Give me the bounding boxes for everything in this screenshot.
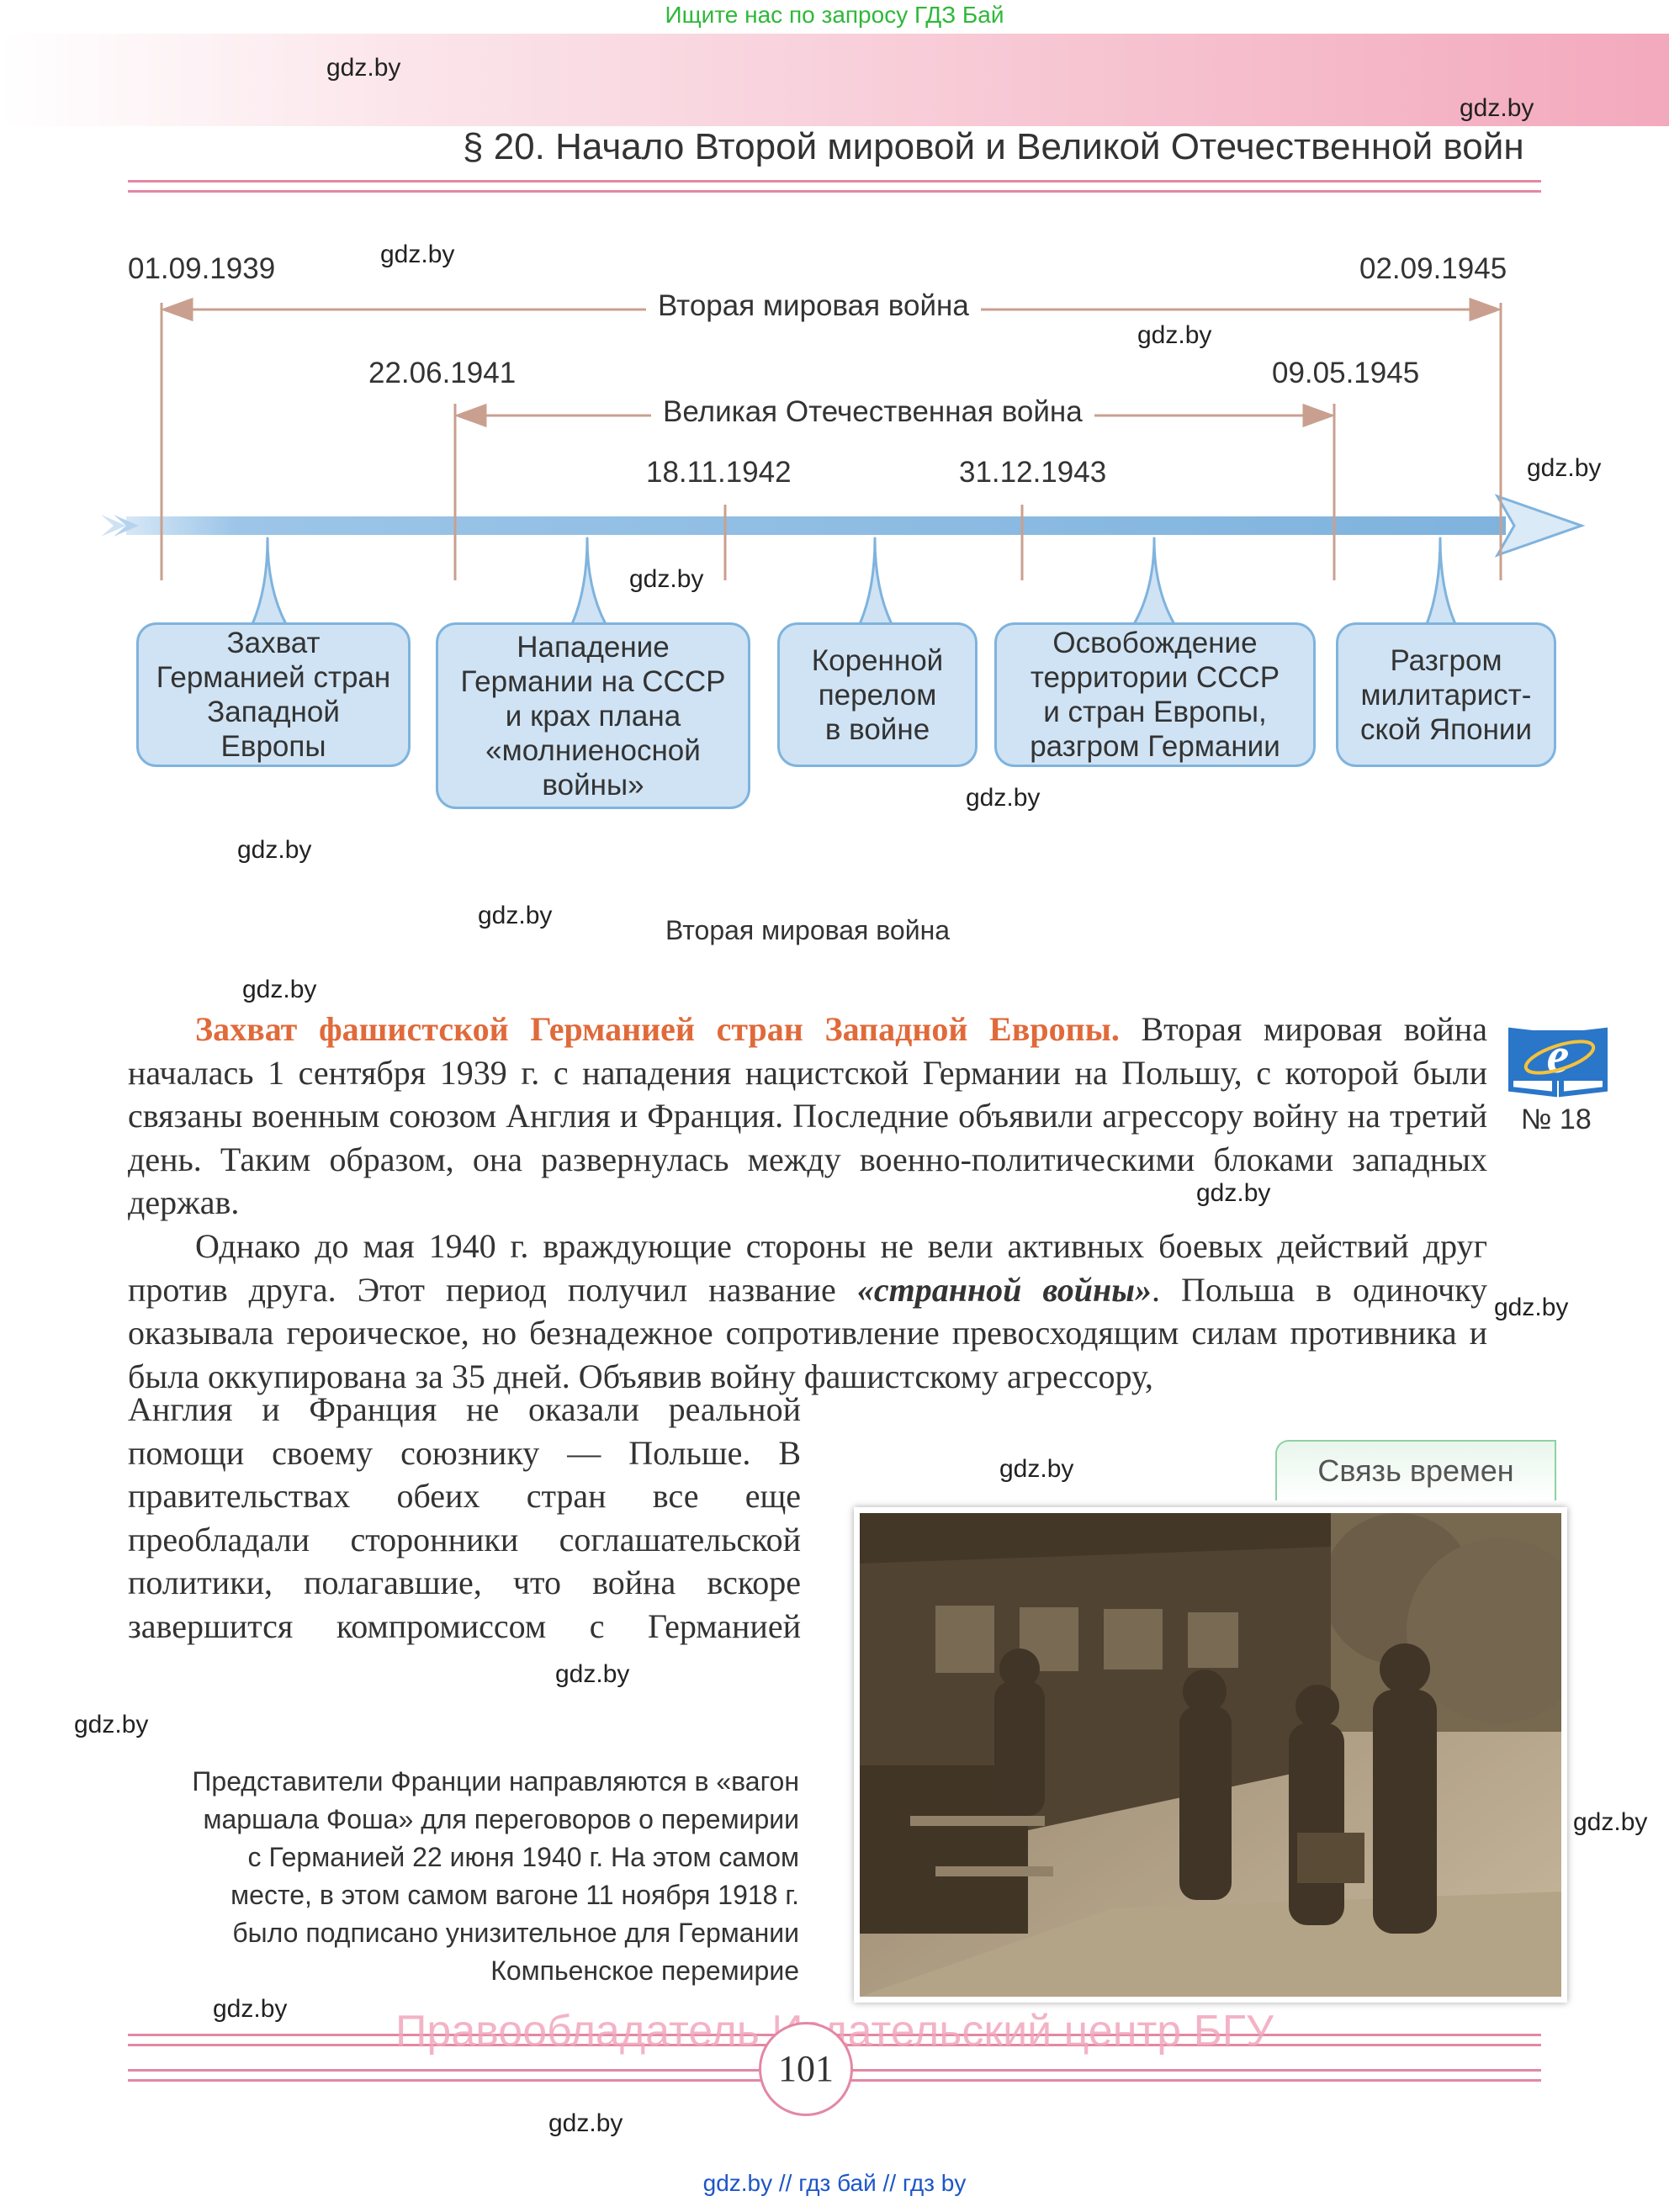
page-number: 101 [759,2022,853,2116]
date-gpw-start: 22.06.1941 [368,357,517,389]
callout-turning-point: Коренной перелом в войне [777,622,978,767]
paragraph-2: Однако до мая 1940 г. враждующие стороны… [128,1225,1487,1398]
watermark: gdz.by [966,784,1041,812]
watermark: gdz.by [1196,1179,1271,1207]
ebook-reference[interactable]: № 18 [1521,1103,1592,1135]
watermark: gdz.by [1137,321,1212,349]
historic-photo [854,1507,1567,2003]
watermark: gdz.by [555,1660,630,1688]
paragraph-2-narrow: Англия и Франция не оказали реальной пом… [128,1390,801,1645]
callout-liberation: Освобождение территории СССР и стран Евр… [994,622,1316,767]
paragraph-1: Захват фашистской Германией стран Западн… [128,1008,1487,1225]
date-ww2-start: 01.09.1939 [128,252,276,285]
watermark: gdz.by [237,836,312,864]
date-ww2-end: 02.09.1945 [1359,252,1507,285]
watermark: gdz.by [1494,1294,1569,1321]
watermark: gdz.by [74,1711,149,1738]
top-banner: Ищите нас по запросу ГДЗ Бай [665,2,1004,28]
section-heading: Захват фашистской Германией стран Западн… [195,1010,1120,1048]
watermark: gdz.by [1527,454,1602,482]
chapter-title: § 20. Начало Второй мировой и Великой От… [463,126,1524,167]
watermark: gdz.by [478,902,553,929]
paragraph-2-text-cont: . Польша в одиночку оказывала героическо… [128,1270,1487,1395]
photo-caption: Представители Франции направляются в «ва… [192,1766,799,1986]
term-strange-war: «странной войны» [856,1270,1152,1309]
date-end-1943: 31.12.1943 [959,456,1107,489]
timeline-graphic [101,297,1586,625]
watermark: gdz.by [1573,1808,1648,1836]
watermark: gdz.by [326,54,401,82]
header-rule [128,180,1541,183]
callout-attack-ussr: Нападение Германии на СССР и крах плана … [436,622,750,809]
date-stalingrad: 18.11.1942 [646,456,792,489]
svg-text:e: e [1547,1028,1570,1083]
callout-japan: Разгром милитарист- ской Японии [1336,622,1556,767]
watermark: gdz.by [629,565,704,593]
span-gpw-label: Великая Отечественная война [651,395,1094,429]
callout-western-europe: Захват Германией стран Западной Европы [136,622,411,767]
ebook-icon[interactable]: e [1506,1022,1610,1098]
paragraph-2-text: Однако до мая 1940 г. враждующие стороны… [128,1227,1487,1309]
date-gpw-end: 09.05.1945 [1272,357,1420,389]
bottom-links[interactable]: gdz.by // гдз бай // гдз by [702,2170,967,2196]
watermark: gdz.by [548,2109,623,2137]
header-rule [128,190,1541,193]
header-band [0,34,1669,126]
paragraph-1-text: Вторая мировая война началась 1 сентября… [128,1010,1487,1221]
watermark: gdz.by [999,1455,1074,1483]
watermark: gdz.by [242,976,317,1003]
span-ww2-label: Вторая мировая война [646,289,981,323]
watermark: gdz.by [1460,94,1534,122]
watermark: gdz.by [213,1995,288,2023]
watermark: gdz.by [380,241,455,268]
timeline-caption: Вторая мировая война [665,915,951,945]
svyaz-vremen-tab[interactable]: Связь времен [1275,1440,1556,1500]
